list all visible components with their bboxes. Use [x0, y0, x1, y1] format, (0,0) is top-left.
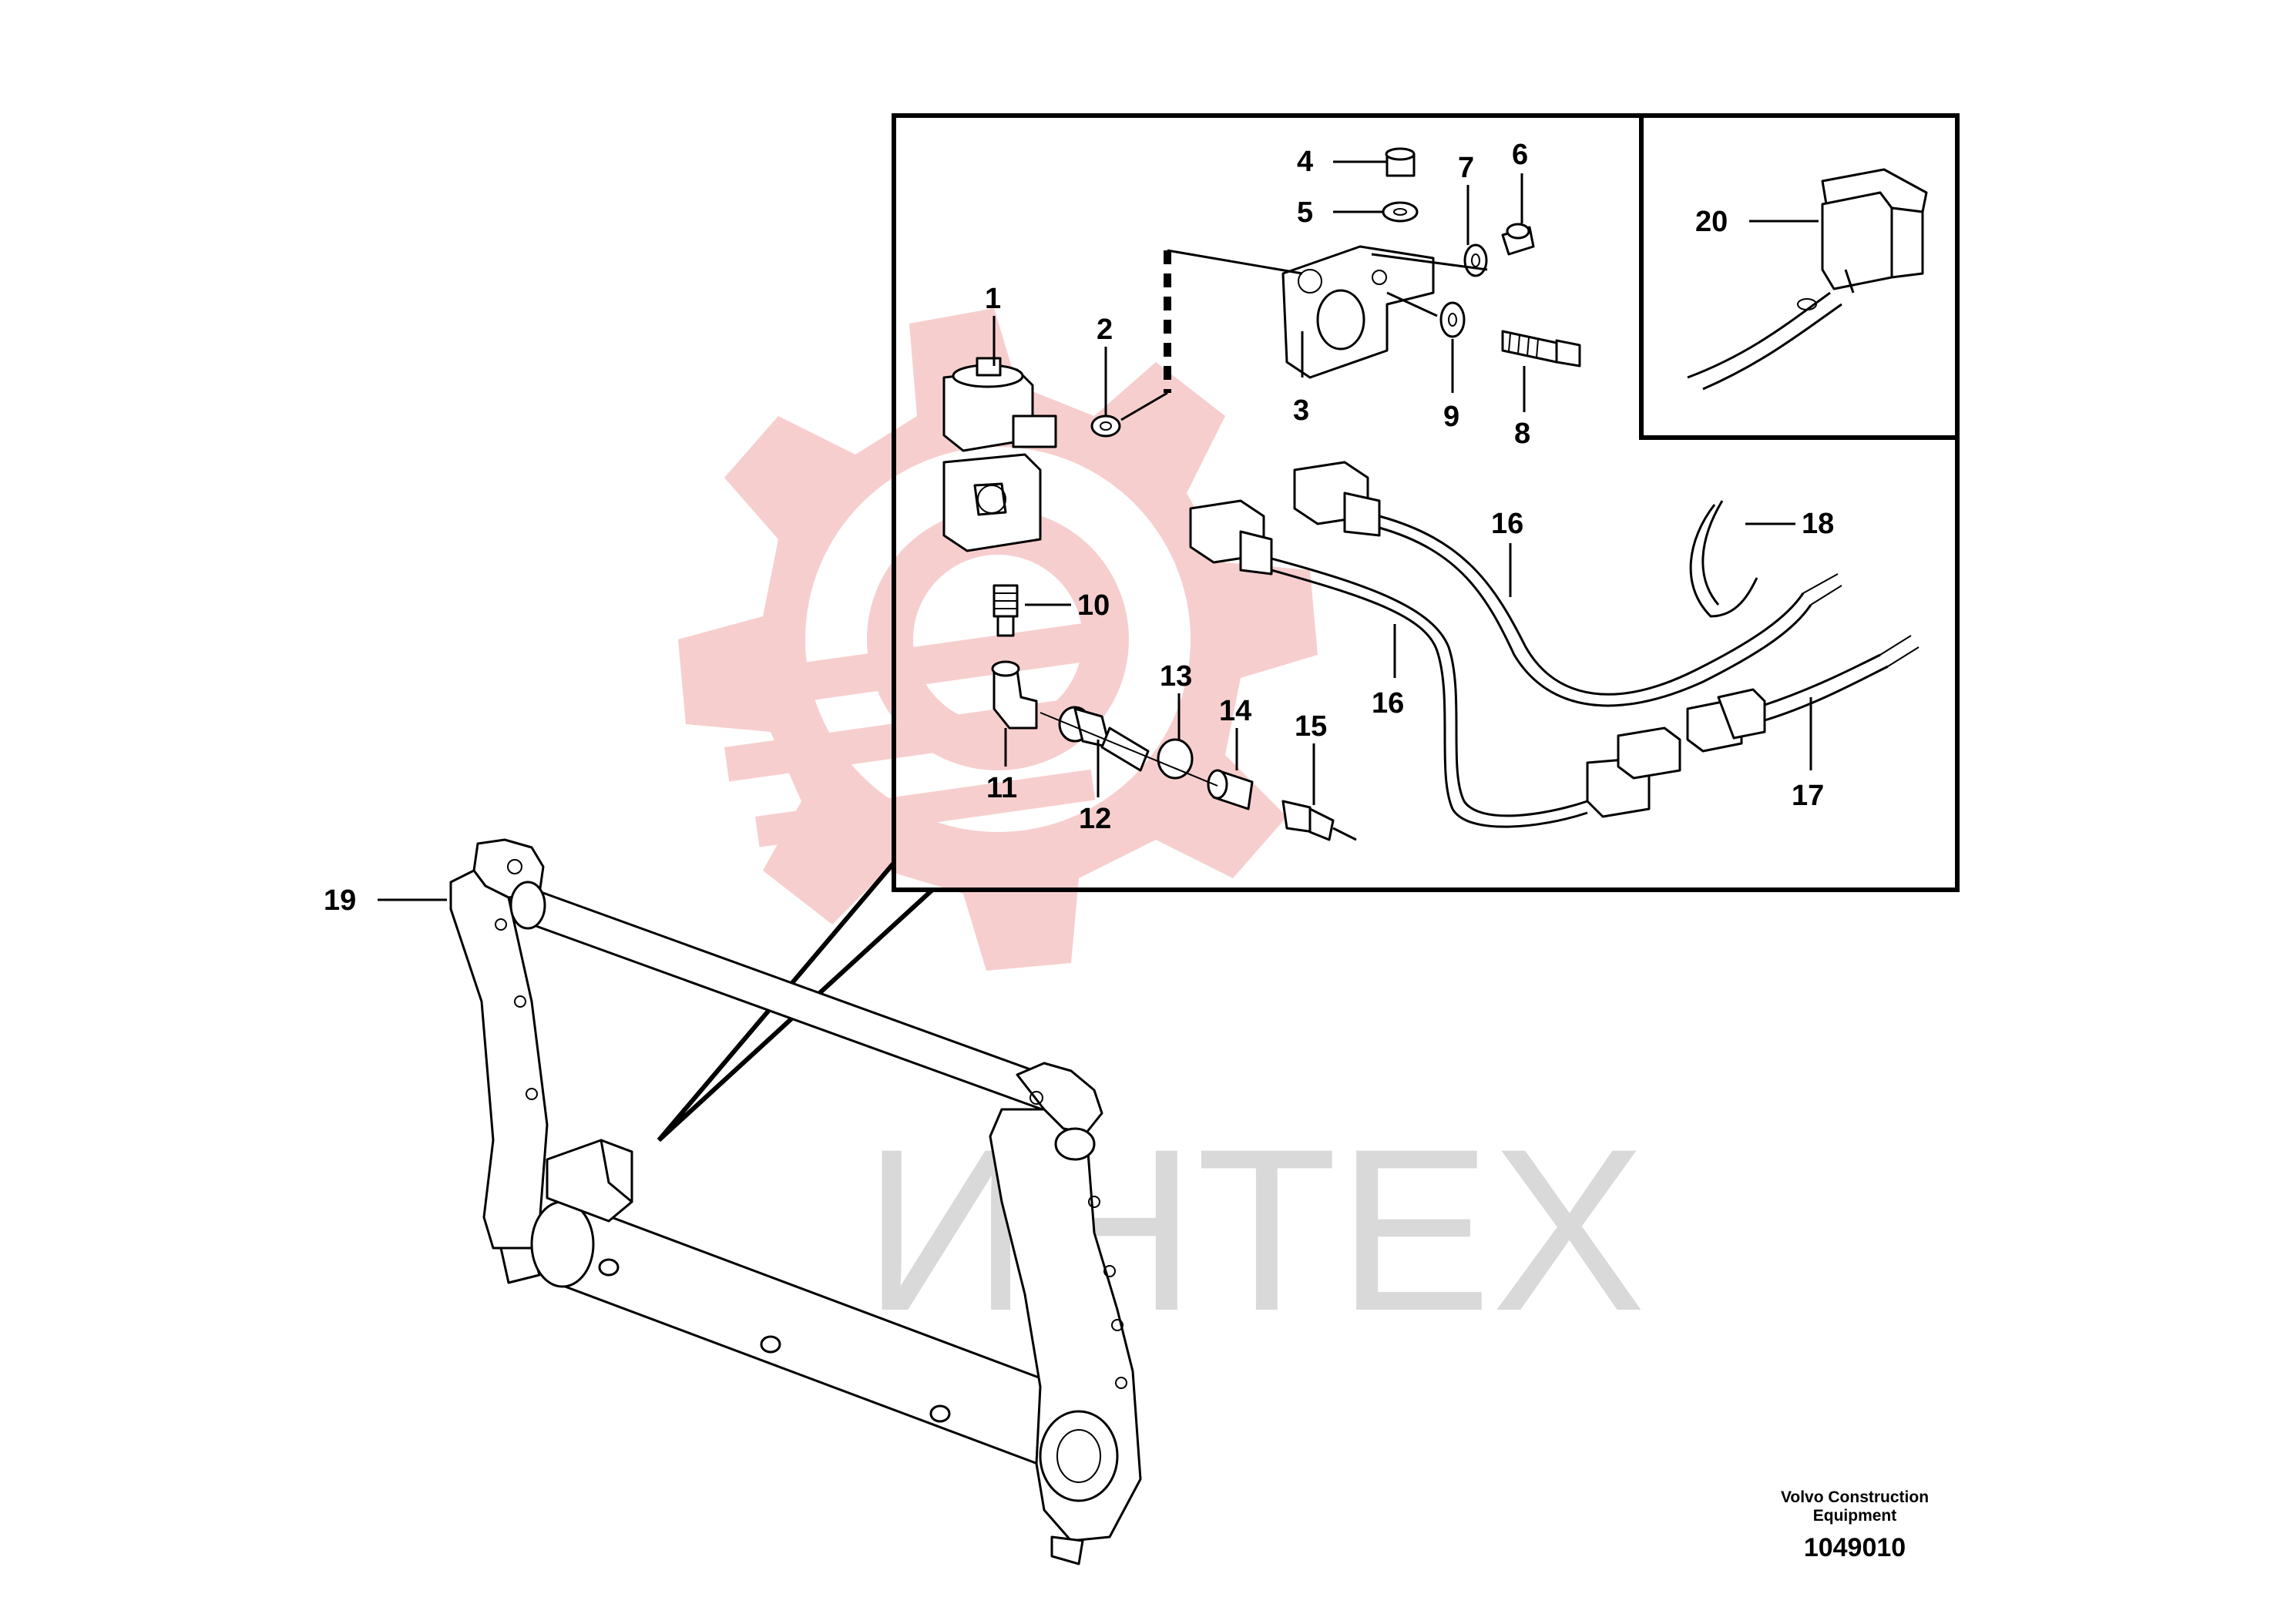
callout-1: 1	[985, 283, 1001, 315]
callout-16a: 16	[1372, 687, 1404, 720]
callout-8: 8	[1514, 418, 1530, 450]
cable-harness	[1189, 461, 1920, 828]
coupler-bracket-part	[449, 838, 1142, 1565]
leader-lines	[378, 160, 1819, 901]
fittings-chain	[991, 584, 1357, 841]
callout-6: 6	[1512, 139, 1528, 171]
callout-14: 14	[1219, 695, 1251, 727]
hose-line	[1120, 249, 1303, 421]
callout-11: 11	[986, 772, 1017, 804]
detail-frame	[657, 113, 1960, 1143]
callout-labels: 1 2 3 4 5 6 7 8 9 10 11 12 13 14 15 16 1…	[324, 139, 1834, 917]
drawing-footer: Volvo Construction Equipment 1049010	[1739, 1488, 1970, 1563]
callout-18: 18	[1802, 508, 1834, 540]
callout-3: 3	[1293, 394, 1309, 427]
callout-16b: 16	[1491, 508, 1523, 540]
callout-13: 13	[1160, 660, 1192, 693]
callout-5: 5	[1297, 196, 1313, 229]
callout-4: 4	[1297, 146, 1313, 178]
drawing-number: 1049010	[1803, 1533, 1906, 1562]
callout-7: 7	[1458, 152, 1474, 184]
switch-part	[1687, 168, 1928, 391]
callout-17: 17	[1792, 780, 1824, 812]
watermark-text: ИНТЕХ	[863, 1100, 1646, 1359]
callout-20: 20	[1695, 206, 1728, 238]
callout-9: 9	[1443, 401, 1459, 433]
manufacturer-line1: Volvo Construction	[1780, 1488, 1930, 1506]
callout-19: 19	[324, 884, 356, 917]
callout-12: 12	[1079, 803, 1111, 835]
callout-10: 10	[1077, 589, 1110, 622]
callout-2: 2	[1097, 314, 1113, 346]
callout-15: 15	[1295, 710, 1327, 743]
solenoid-valve-part	[942, 357, 1121, 552]
manufacturer-line2: Equipment	[1812, 1507, 1897, 1525]
valve-block-part	[1281, 147, 1581, 379]
